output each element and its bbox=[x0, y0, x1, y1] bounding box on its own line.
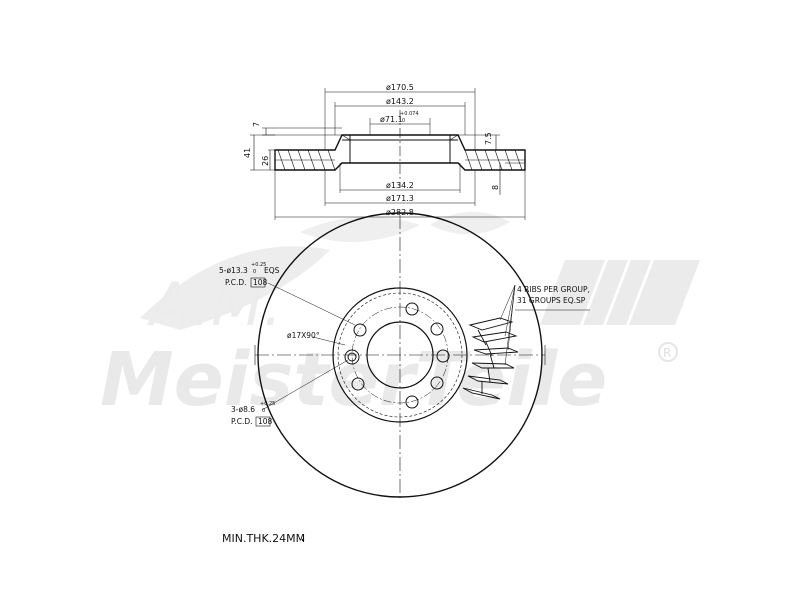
ribs-note-line1: 4 RIBS PER GROUP, bbox=[517, 285, 590, 294]
pcd-value-1: 108 bbox=[253, 278, 268, 287]
dim-left-41: 41 bbox=[243, 148, 252, 158]
dim-inner-ring: ø134.2 bbox=[386, 181, 414, 190]
pcd-box-2 bbox=[255, 416, 271, 427]
vent-ribs bbox=[462, 317, 519, 400]
front-view bbox=[254, 212, 590, 500]
dim-right-8: 8 bbox=[491, 185, 500, 190]
dim-left-26: 26 bbox=[261, 156, 270, 166]
pcd-label-1: P.C.D. bbox=[225, 278, 247, 287]
dim-center-bore: ø71.1 bbox=[380, 115, 403, 124]
leaders bbox=[261, 282, 590, 411]
pcd-box-1 bbox=[250, 277, 266, 288]
small-holes-tol-upper: +0.25 bbox=[260, 401, 275, 407]
front-view-labels: 5-ø13.3 +0.25 0 EQS P.C.D. 108 ø17X90° 3… bbox=[219, 262, 590, 427]
bore-tolerance-lower: 0 bbox=[402, 118, 405, 124]
hat-inner-dashed bbox=[337, 292, 463, 418]
bolt-holes bbox=[344, 302, 450, 409]
footer: MIN.THK.24MM bbox=[222, 532, 305, 545]
small-holes-label: 3-ø8.6 bbox=[231, 405, 255, 414]
bolt-holes-eqs: EQS bbox=[264, 266, 280, 275]
bolt-holes-tol-upper: +0.25 bbox=[251, 262, 266, 268]
watermark-stripes bbox=[540, 260, 700, 325]
ribs-note-line2: 31 GROUPS EQ.SP bbox=[517, 296, 586, 305]
pcd-circle bbox=[351, 306, 449, 404]
bore-tolerance-upper: +0.074 bbox=[400, 111, 419, 117]
disc-outer-edge bbox=[257, 212, 543, 498]
pcd-label-2: P.C.D. bbox=[231, 417, 253, 426]
registered-mark: R bbox=[663, 346, 671, 360]
dim-hat-inner: ø143.2 bbox=[386, 97, 414, 106]
small-holes-tol-lower: 0 bbox=[262, 408, 265, 414]
dim-right-7-5: 7.5 bbox=[484, 132, 493, 145]
bolt-holes-label: 5-ø13.3 bbox=[219, 266, 248, 275]
hat-outer bbox=[332, 287, 468, 423]
pcd-value-2: 108 bbox=[258, 417, 273, 426]
dim-left-7: 7 bbox=[252, 122, 261, 127]
chamfer-label: ø17X90° bbox=[287, 331, 320, 340]
bolt-holes-tol-lower: 0 bbox=[253, 269, 256, 275]
min-thickness-note: MIN.THK.24MM bbox=[222, 532, 305, 545]
watermark-logo-letters: A.M. bbox=[146, 270, 282, 340]
dim-hat-bottom: ø171.3 bbox=[386, 194, 414, 203]
registered-mark-circle bbox=[658, 342, 678, 362]
center-bore bbox=[366, 321, 434, 389]
min-thickness-dot bbox=[301, 538, 305, 542]
dim-outer-hat: ø170.5 bbox=[386, 83, 414, 92]
